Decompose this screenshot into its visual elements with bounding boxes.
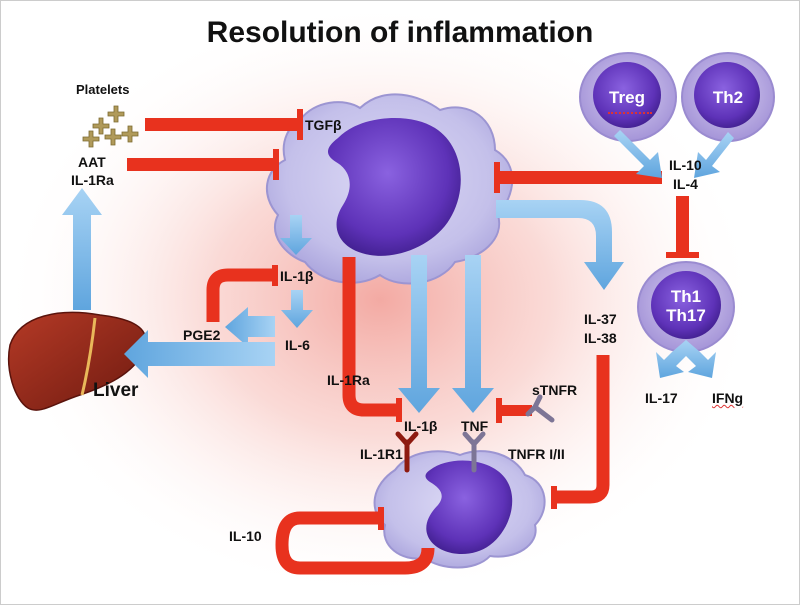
inhibit-platelets-tgfb: [145, 118, 300, 131]
il10-bottom-label: IL-10: [229, 528, 262, 544]
ifng-label: IFNg: [712, 390, 744, 406]
inhibit-aat-macrophage: [127, 158, 275, 171]
th1-label: Th1: [670, 287, 702, 306]
th1-th17-cell: [637, 261, 735, 353]
tnfr-receptor: [462, 431, 486, 473]
inhibit-il1ra-il1b: [342, 257, 396, 417]
stnfr-label: sTNFR: [532, 382, 578, 398]
tnfr-label: TNFR I/II: [508, 446, 565, 462]
inhibition-arrows: [127, 109, 699, 258]
il1r1-label: IL-1R1: [360, 446, 403, 462]
th17-label: Th17: [666, 306, 706, 325]
arrow-il6-pge2: [225, 307, 275, 347]
arrow-macrophage-il1b-low: [398, 255, 440, 413]
il6-label: IL-6: [285, 337, 310, 353]
liver-label: Liver: [93, 380, 139, 401]
pge2-label: PGE2: [183, 327, 221, 343]
arrow-treg-il10: [614, 130, 662, 178]
treg-cell: [579, 52, 677, 142]
inhibit-stnfr-tnf: [502, 405, 532, 416]
arrow-il1b-il6: [281, 290, 313, 328]
il4-label: IL-4: [673, 176, 698, 192]
platelets-icon: [82, 105, 139, 148]
il10-top-label: IL-10: [669, 157, 702, 173]
platelets-label: Platelets: [76, 82, 130, 97]
il17-label: IL-17: [645, 390, 678, 406]
tgfb-label: TGFβ: [305, 117, 342, 133]
arrow-macrophage-il37: [496, 200, 624, 290]
inhibit-il10-loop: [275, 511, 435, 575]
il1b-mid-label: IL-1β: [280, 268, 314, 284]
arrow-macrophage-il1b: [280, 215, 312, 255]
th2-cell: [681, 52, 775, 142]
liver-organ: [8, 311, 147, 411]
inhibit-il10-macrophage: [500, 171, 662, 184]
il37-label: IL-37: [584, 311, 617, 327]
arrow-macrophage-tnf: [452, 255, 494, 413]
tnf-label: TNF: [461, 418, 489, 434]
macrophage-nucleus: [327, 117, 461, 256]
inhibit-il37-target: [556, 355, 610, 504]
inflammation-glow: [0, 0, 760, 600]
il1r1-receptor: [395, 431, 419, 473]
stnfr-receptor: [525, 394, 555, 423]
diagram-title: Resolution of inflammation: [206, 16, 594, 49]
inhibit-il4-th1: [676, 196, 689, 254]
il1ra-left-label: IL-1Ra: [71, 172, 114, 188]
inhibit-pge2-il1b: [206, 268, 272, 322]
il38-label: IL-38: [584, 330, 617, 346]
treg-underline: [608, 108, 652, 114]
arrow-il6-liver: [124, 330, 275, 378]
il1b-low-label: IL-1β: [404, 418, 438, 434]
il1ra-mid-label: IL-1Ra: [327, 372, 370, 388]
treg-label: Treg: [609, 88, 645, 107]
arrow-th2-il10: [694, 132, 734, 178]
arrow-th1-ifng: [678, 340, 716, 378]
target-cell-nucleus: [425, 460, 513, 555]
arrow-liver-aat: [62, 188, 102, 310]
aat-label: AAT: [78, 154, 106, 170]
th2-label: Th2: [712, 88, 744, 107]
